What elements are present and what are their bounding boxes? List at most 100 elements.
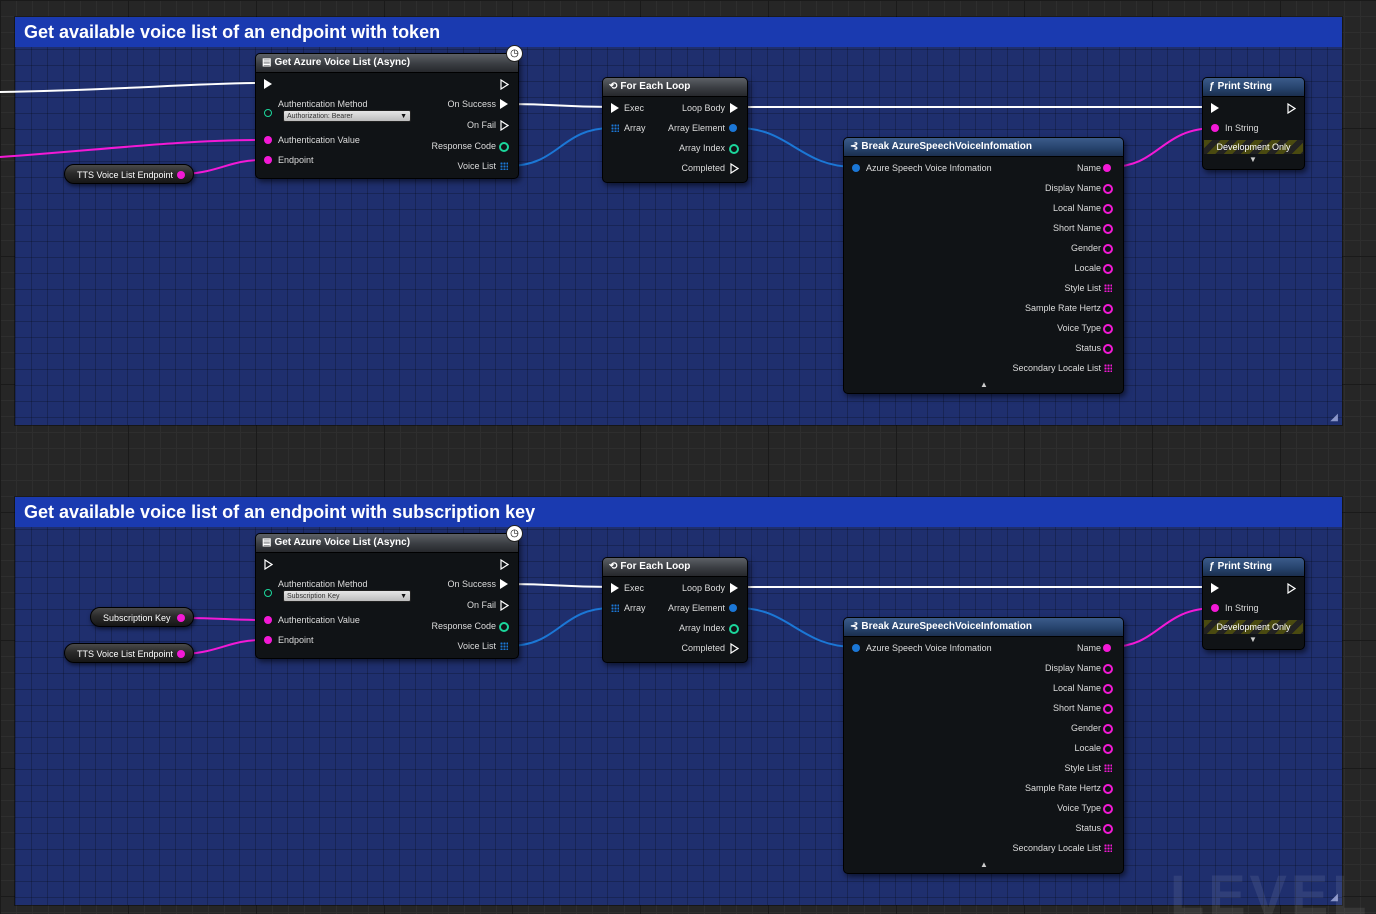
- output-pin[interactable]: [1103, 324, 1113, 334]
- output-pin[interactable]: [1103, 684, 1113, 694]
- variable-out-pin[interactable]: [177, 650, 185, 658]
- output-pin[interactable]: [1103, 784, 1113, 794]
- node-header[interactable]: ⊰Break AzureSpeechVoiceInfomation: [844, 618, 1123, 637]
- variable-out-pin[interactable]: [177, 171, 185, 179]
- collapse-arrow-icon[interactable]: ▲: [980, 860, 988, 869]
- node-header[interactable]: ▤Get Azure Voice List (Async): [256, 54, 518, 73]
- node-header[interactable]: ⟲For Each Loop: [603, 558, 747, 577]
- output-name-pin[interactable]: [1103, 644, 1111, 652]
- on-fail-pin[interactable]: [500, 600, 509, 611]
- array-pin-icon[interactable]: [1104, 844, 1112, 852]
- comment-title[interactable]: Get available voice list of an endpoint …: [15, 17, 1342, 47]
- response-code-label: Response Code: [431, 141, 496, 151]
- resize-grip-icon[interactable]: ◢: [1330, 892, 1338, 903]
- array-element-pin[interactable]: [729, 124, 737, 132]
- response-code-pin[interactable]: [499, 142, 509, 152]
- auth-value-pin[interactable]: [264, 136, 272, 144]
- variable-out-pin[interactable]: [177, 614, 185, 622]
- loop-body-pin[interactable]: [730, 583, 738, 593]
- struct-input-pin[interactable]: [852, 164, 860, 172]
- collapse-arrow-icon[interactable]: ▲: [980, 380, 988, 389]
- output-pin[interactable]: [1103, 224, 1113, 234]
- get-azure-voice-list-node[interactable]: ▤Get Azure Voice List (Async) Authentica…: [255, 53, 519, 179]
- expand-arrow-icon[interactable]: ▼: [1249, 635, 1257, 644]
- exec-out-pin[interactable]: [1287, 103, 1296, 114]
- exec-in-pin[interactable]: [1211, 583, 1219, 593]
- array-index-pin[interactable]: [729, 624, 739, 634]
- on-success-pin[interactable]: [500, 99, 508, 109]
- enum-pin[interactable]: [264, 589, 272, 597]
- output-sample-rate: Sample Rate Hertz: [1024, 783, 1101, 793]
- completed-pin[interactable]: [730, 163, 739, 174]
- array-pin-icon[interactable]: [1104, 284, 1112, 292]
- output-sample-rate: Sample Rate Hertz: [1024, 303, 1101, 313]
- output-pin[interactable]: [1103, 244, 1113, 254]
- endpoint-label: Endpoint: [278, 635, 314, 645]
- output-pin[interactable]: [1103, 804, 1113, 814]
- array-element-pin[interactable]: [729, 604, 737, 612]
- auth-value-pin[interactable]: [264, 616, 272, 624]
- endpoint-pin[interactable]: [264, 636, 272, 644]
- function-icon: ▤: [262, 537, 272, 548]
- output-pin[interactable]: [1103, 344, 1113, 354]
- output-pin[interactable]: [1103, 184, 1113, 194]
- on-fail-pin[interactable]: [500, 120, 509, 131]
- output-pin[interactable]: [1103, 704, 1113, 714]
- resize-grip-icon[interactable]: ◢: [1330, 412, 1338, 423]
- tts-voice-list-endpoint-variable[interactable]: TTS Voice List Endpoint: [64, 164, 194, 184]
- completed-pin[interactable]: [730, 643, 739, 654]
- node-header[interactable]: ⟲For Each Loop: [603, 78, 747, 97]
- break-voice-info-node[interactable]: ⊰Break AzureSpeechVoiceInfomation Azure …: [843, 617, 1124, 874]
- output-pin[interactable]: [1103, 724, 1113, 734]
- exec-in-pin[interactable]: [264, 559, 273, 570]
- output-pin[interactable]: [1103, 304, 1113, 314]
- array-pin-icon[interactable]: [500, 642, 508, 650]
- output-pin[interactable]: [1103, 204, 1113, 214]
- array-index-pin[interactable]: [729, 144, 739, 154]
- output-locale: Locale: [1074, 263, 1101, 273]
- array-pin-icon[interactable]: [1104, 364, 1112, 372]
- array-pin-icon[interactable]: [1104, 764, 1112, 772]
- exec-in-pin[interactable]: [1211, 103, 1219, 113]
- on-success-pin[interactable]: [500, 579, 508, 589]
- in-string-pin[interactable]: [1211, 124, 1219, 132]
- exec-in-pin[interactable]: [611, 103, 619, 113]
- auth-method-dropdown[interactable]: Subscription Key▼: [283, 590, 411, 602]
- exec-out-pin[interactable]: [500, 559, 509, 570]
- response-code-pin[interactable]: [499, 622, 509, 632]
- exec-wire: [0, 82, 259, 93]
- struct-input-pin[interactable]: [852, 644, 860, 652]
- exec-out-pin[interactable]: [1287, 583, 1296, 594]
- expand-arrow-icon[interactable]: ▼: [1249, 155, 1257, 164]
- array-pin-icon[interactable]: [611, 604, 619, 612]
- for-each-loop-node[interactable]: ⟲For Each Loop Exec Array Loop Body Arra…: [602, 557, 748, 663]
- break-voice-info-node[interactable]: ⊰Break AzureSpeechVoiceInfomation Azure …: [843, 137, 1124, 394]
- in-string-pin[interactable]: [1211, 604, 1219, 612]
- array-pin-icon[interactable]: [611, 124, 619, 132]
- auth-method-dropdown[interactable]: Authorization: Bearer▼: [283, 110, 411, 122]
- output-name-pin[interactable]: [1103, 164, 1111, 172]
- array-pin-icon[interactable]: [500, 162, 508, 170]
- tts-voice-list-endpoint-variable[interactable]: TTS Voice List Endpoint: [64, 643, 194, 663]
- on-fail-label: On Fail: [466, 600, 496, 610]
- node-header[interactable]: ⊰Break AzureSpeechVoiceInfomation: [844, 138, 1123, 157]
- exec-in-pin[interactable]: [611, 583, 619, 593]
- for-each-loop-node[interactable]: ⟲For Each Loop Exec Array Loop Body Arra…: [602, 77, 748, 183]
- output-pin[interactable]: [1103, 744, 1113, 754]
- loop-body-pin[interactable]: [730, 103, 738, 113]
- enum-pin[interactable]: [264, 109, 272, 117]
- exec-out-pin[interactable]: [500, 79, 509, 90]
- exec-in-pin[interactable]: [264, 79, 272, 89]
- comment-title[interactable]: Get available voice list of an endpoint …: [15, 497, 1342, 527]
- output-pin[interactable]: [1103, 824, 1113, 834]
- output-pin[interactable]: [1103, 264, 1113, 274]
- node-header[interactable]: ▤Get Azure Voice List (Async): [256, 534, 518, 553]
- subscription-key-variable[interactable]: Subscription Key: [90, 607, 194, 627]
- get-azure-voice-list-node[interactable]: ▤Get Azure Voice List (Async) Authentica…: [255, 533, 519, 659]
- endpoint-pin[interactable]: [264, 156, 272, 164]
- output-pin[interactable]: [1103, 664, 1113, 674]
